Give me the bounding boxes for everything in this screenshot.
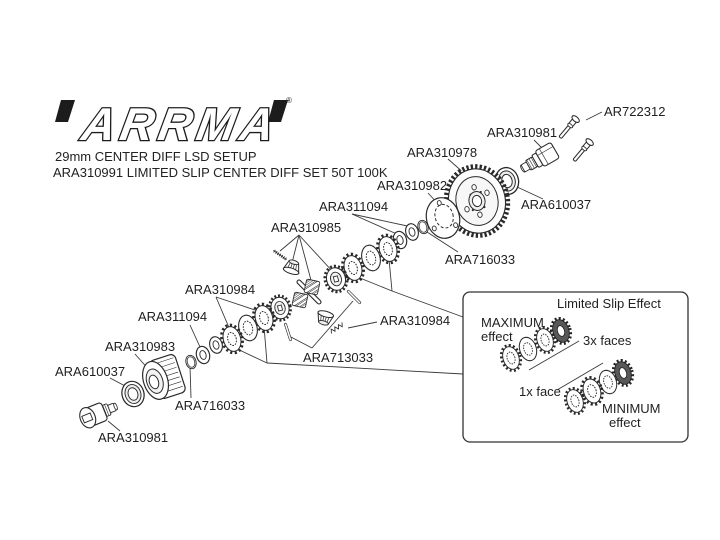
leader-line [215, 296, 231, 331]
brand-logo-text: ARRMA [77, 98, 283, 150]
inset-maximum-label2: effect [481, 329, 513, 344]
screw-pin [556, 113, 582, 141]
leader-line [351, 213, 400, 236]
header-line2: ARA310991 LIMITED SLIP CENTER DIFF SET 5… [53, 165, 388, 180]
inset-minimum-label2: effect [609, 415, 641, 430]
header-line1: 29mm CENTER DIFF LSD SETUP [55, 149, 257, 164]
leader-line [426, 231, 459, 253]
thin-washer-bottom [183, 353, 199, 371]
inset-bracket-1x [556, 362, 604, 391]
part-label-ara310978: ARA310978 [407, 145, 477, 160]
part-label-ara310984-right: ARA310984 [380, 313, 450, 328]
pressure-pad [291, 291, 309, 309]
inset-minimum-label: MINIMUM [602, 401, 661, 416]
leader-line [291, 234, 300, 264]
part-labels: AR722312 ARA310981 ARA310978 ARA310982 A… [55, 104, 665, 445]
diff-housing [142, 354, 186, 400]
part-label-ara713033: ARA713033 [303, 350, 373, 365]
leader-line [514, 185, 544, 200]
leader-line [391, 290, 464, 318]
bearing-bottom [118, 377, 148, 411]
leader-line [263, 325, 268, 364]
leader-line [388, 258, 393, 292]
inset-maximum-label: MAXIMUM [481, 315, 544, 330]
part-label-ara311094-top: ARA311094 [319, 199, 388, 214]
leader-line [189, 324, 201, 348]
part-label-ara310984-left: ARA310984 [185, 282, 255, 297]
screw-pin [570, 136, 596, 164]
parts [79, 113, 596, 429]
spur-gear [443, 164, 511, 238]
part-label-ara311094-bottom: ARA311094 [138, 309, 207, 324]
inset-title: Limited Slip Effect [557, 296, 661, 311]
logo-quote-mark-left [55, 100, 75, 122]
part-label-ara310985: ARA310985 [271, 220, 341, 235]
part-label-ara310982: ARA310982 [377, 178, 447, 193]
leader-line [585, 111, 603, 121]
leader-line [298, 234, 335, 274]
leader-line [215, 296, 259, 312]
spring [328, 321, 345, 334]
leader-line [311, 300, 354, 349]
part-label-ara716033-bottom: ARA716033 [175, 398, 245, 413]
leader-line [347, 321, 378, 329]
outdrive-top [520, 142, 560, 173]
registered-trademark: ® [286, 96, 292, 105]
diff-pin [346, 289, 362, 305]
limited-slip-inset: Limited Slip Effect MAXIMUM effect 3x fa… [462, 291, 689, 443]
diff-cover-plate [425, 197, 461, 239]
inset-bracket-3x [528, 340, 580, 371]
brand-logo: ARRMA ® [55, 96, 292, 151]
diff-pin [283, 322, 293, 342]
inset-box [462, 291, 689, 443]
part-label-ara310981-bottom: ARA310981 [98, 430, 168, 445]
spider-gear-cup [282, 257, 303, 277]
leader-line [298, 234, 313, 285]
leader-line [266, 362, 464, 375]
leader-line [351, 213, 413, 228]
part-label-ara610037-top: ARA610037 [521, 197, 591, 212]
part-label-ara716033-top: ARA716033 [445, 252, 515, 267]
inset-3x-faces-label: 3x faces [583, 333, 632, 348]
part-label-ara310983: ARA310983 [105, 339, 175, 354]
part-label-ara610037-bottom: ARA610037 [55, 364, 125, 379]
leader-line [107, 420, 121, 432]
leader-line [189, 365, 192, 399]
shim-washer [193, 344, 213, 366]
spider-gear-cup [314, 308, 335, 328]
pressure-pad [303, 278, 321, 296]
outdrive-bottom [79, 402, 118, 429]
logo-quote-mark-right [268, 100, 288, 122]
leader-line [288, 335, 313, 349]
part-label-ara310981-top: ARA310981 [487, 125, 557, 140]
inset-1x-face-label: 1x face [519, 384, 561, 399]
part-label-ar722312: AR722312 [604, 104, 665, 119]
leader-line [279, 234, 300, 252]
grub-screw [271, 248, 289, 262]
